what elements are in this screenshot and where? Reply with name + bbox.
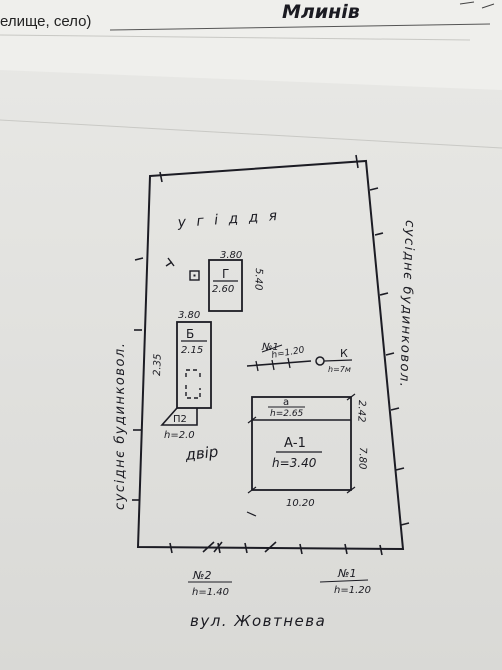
right-neighbor-label: сусіднє будинковол.: [396, 220, 417, 389]
gate-1-number: №1: [337, 567, 356, 580]
printed-locality-label: елище, село): [0, 13, 91, 30]
street-name-label: вул. Жовтнева: [190, 612, 326, 630]
plot-boundary: [136, 159, 405, 551]
yard-fence-number: №1: [261, 342, 279, 353]
gate-1-height: h=1.20: [334, 585, 371, 596]
paper-edge-line: [0, 34, 471, 41]
building-b-interior-dashes: [185, 369, 201, 399]
building-g-outline: [208, 259, 243, 312]
boundary-ticks: [132, 154, 410, 556]
building-b-height: 2.15: [181, 345, 203, 356]
outhouse-symbol-dot: [193, 274, 196, 277]
yard-fence-fraction-line: [261, 344, 283, 353]
paper-top-fold: [0, 0, 502, 90]
building-a-letter: А-1: [284, 436, 306, 451]
gate-2-symbol: [202, 541, 223, 553]
gate-2-height: h=1.40: [192, 587, 229, 598]
yard-label: двір: [184, 443, 220, 464]
annex-a-side-dimension: 2.42: [355, 400, 367, 423]
gate-1-symbol: [264, 541, 277, 553]
pole-symbol: [165, 257, 175, 267]
building-a-height: h=3.40: [272, 456, 317, 470]
yard-fence-line: [246, 360, 312, 367]
building-g-top-dimension: 3.80: [220, 250, 242, 261]
outhouse-symbol: [189, 270, 200, 281]
annex-a-letter: а: [283, 397, 289, 408]
building-a-side-dimension: 7.80: [356, 447, 368, 470]
building-g-letter: Г: [222, 267, 229, 281]
annex-a-height: h=2.65: [270, 409, 304, 419]
village-name-handwritten: Млинів: [282, 1, 360, 23]
well-fraction-line: [323, 359, 353, 362]
building-b-top-dimension: 3.80: [178, 310, 200, 321]
building-g-side-dimension: 5.40: [252, 268, 264, 291]
well-symbol: [315, 356, 325, 366]
gate-2-number: №2: [192, 569, 211, 582]
paper-crease: [0, 119, 502, 149]
yard-top-label: у г і д д я: [176, 208, 280, 231]
porch-outline: [160, 407, 198, 426]
porch-height: h=2.0: [164, 430, 195, 441]
building-b-side-dimension: 2.35: [152, 353, 164, 376]
building-a-dimension-ticks: [246, 393, 356, 517]
header-corner-marks: [459, 1, 495, 9]
porch-letter: П2: [173, 414, 187, 425]
building-a-outline: [251, 396, 352, 491]
well-height: h=7м: [328, 365, 351, 374]
locality-underline: [109, 23, 491, 31]
well-letter: К: [340, 347, 348, 360]
building-g-height: 2.60: [212, 284, 234, 295]
building-b-outline: [176, 321, 212, 409]
yard-fence-ticks: [255, 357, 291, 372]
left-neighbor-label: сусіднє будинковол.: [113, 342, 128, 510]
building-b-letter: Б: [186, 327, 194, 341]
gate-1-fraction-line: [319, 579, 369, 583]
building-a-bottom-dimension: 10.20: [286, 498, 315, 509]
